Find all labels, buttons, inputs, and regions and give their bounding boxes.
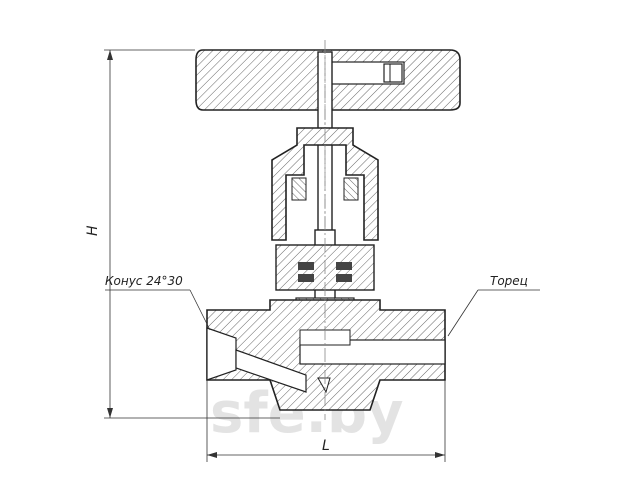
face-label: Торец — [490, 274, 528, 288]
bonnet-nut — [271, 127, 379, 241]
height-dimension — [104, 49, 280, 419]
length-dimension — [206, 380, 446, 462]
cone-callout — [105, 289, 211, 331]
valve-body — [206, 299, 446, 411]
length-label: L — [322, 438, 330, 454]
cone-label: Конус 24°30 — [105, 274, 183, 288]
height-label: H — [85, 225, 101, 236]
face-callout — [447, 289, 540, 337]
